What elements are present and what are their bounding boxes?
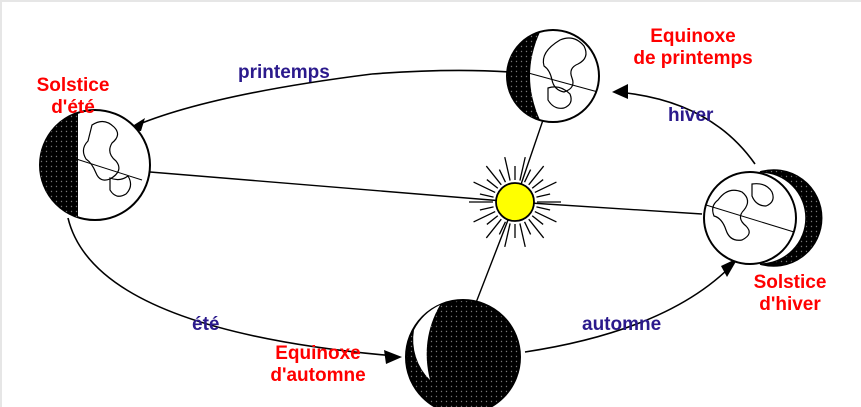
sun-ray: [528, 165, 545, 186]
frame-top-border: [0, 0, 861, 2]
spring-equinox-line2: de printemps: [633, 47, 753, 69]
label-winter-solstice: Solstice d'hiver: [740, 272, 840, 316]
earth-globe-icon: [405, 299, 521, 407]
summer-solstice-line2: d'été: [51, 96, 95, 118]
autumn-equinox-line2: d'automne: [270, 364, 366, 386]
sun-ray: [486, 179, 499, 189]
orbit-ellipse: [67, 69, 756, 357]
sun-ray: [523, 169, 532, 183]
spring-equinox-line1: Equinoxe: [650, 26, 736, 47]
sun-ray: [498, 221, 507, 235]
sun-earth-lines: [149, 119, 703, 314]
sun-ray: [519, 223, 526, 247]
sun-ray: [519, 157, 526, 181]
earth-globe-icon: [703, 169, 823, 267]
label-summer-solstice: Solstice d'été: [30, 75, 116, 119]
sun-icon: [469, 157, 561, 247]
label-season-winter: hiver: [668, 105, 714, 126]
autumn-equinox-line1: Equinoxe: [275, 343, 361, 364]
winter-solstice-line2: d'hiver: [759, 293, 821, 315]
label-autumn-equinox: Equinoxe d'automne: [258, 343, 378, 387]
winter-solstice-line1: Solstice: [753, 272, 827, 293]
sun-ray: [485, 218, 502, 239]
sun-ray: [485, 165, 502, 186]
sun-ray: [473, 181, 496, 194]
sun-ray: [531, 215, 544, 225]
label-season-summer: été: [192, 314, 220, 335]
sun-ray: [523, 221, 532, 235]
label-season-spring: printemps: [238, 62, 330, 83]
sun-ray: [486, 215, 499, 225]
earth-globe-icon: [39, 109, 151, 221]
sun-ray: [536, 206, 551, 211]
earth-globe-icon: [506, 29, 600, 123]
sun-ray: [479, 206, 494, 211]
sun-ray: [498, 169, 507, 183]
label-spring-equinox: Equinoxe de printemps: [605, 26, 781, 70]
summer-solstice-line1: Solstice: [36, 75, 110, 96]
sun-ray: [473, 210, 496, 223]
sun-ray: [536, 193, 551, 198]
frame-left-border: [0, 0, 2, 407]
sun-ray: [504, 157, 511, 181]
label-season-autumn: automne: [582, 314, 662, 335]
sun-ray: [534, 181, 557, 194]
sun-ray: [479, 193, 494, 198]
sun-ray: [528, 218, 545, 239]
sun-ray: [504, 223, 511, 247]
sun-ray: [534, 210, 557, 223]
sun-ray: [531, 179, 544, 189]
